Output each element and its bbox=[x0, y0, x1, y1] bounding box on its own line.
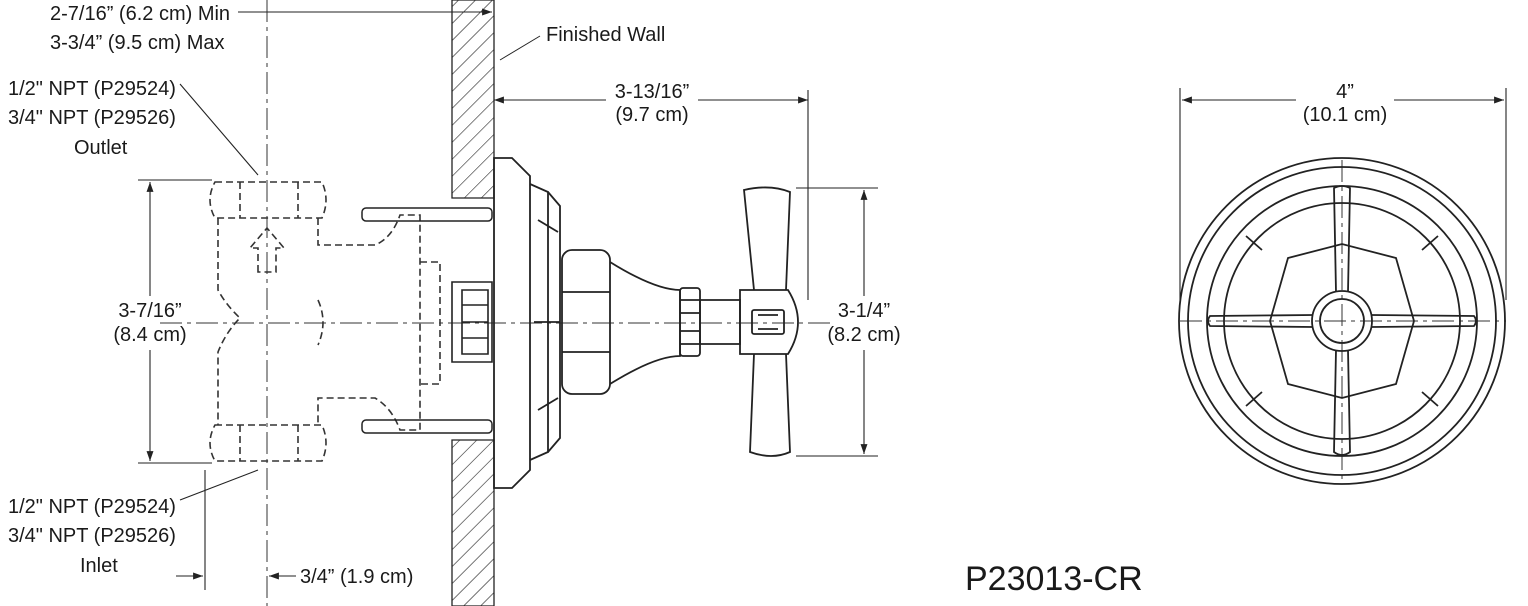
bonnet-nut bbox=[562, 250, 680, 394]
finished-wall bbox=[452, 0, 494, 606]
body-height-dim-in: 3-7/16” bbox=[118, 300, 182, 322]
wall-depth-max-label: 3-3/4” (9.5 cm) Max bbox=[50, 32, 225, 54]
projection-dim-cm: (9.7 cm) bbox=[615, 104, 689, 126]
outlet-npt-label-1: 1/2" NPT (P29524) bbox=[8, 78, 176, 100]
inlet-npt-label-1: 1/2" NPT (P29524) bbox=[8, 496, 176, 518]
inlet-npt-label-2: 3/4" NPT (P29526) bbox=[8, 525, 176, 547]
escutcheon-width-dim-cm: (10.1 cm) bbox=[1302, 104, 1388, 126]
finished-wall-leader bbox=[500, 36, 540, 60]
handle-height-dim-in: 3-1/4” bbox=[837, 300, 891, 322]
handle-height-dim-cm: (8.2 cm) bbox=[827, 324, 901, 346]
centerlines bbox=[160, 0, 1506, 606]
finished-wall-label: Finished Wall bbox=[546, 24, 666, 46]
outlet-label: Outlet bbox=[74, 137, 128, 159]
valve-body-dashed bbox=[210, 182, 440, 461]
body-height-dim-cm: (8.4 cm) bbox=[113, 324, 187, 346]
projection-dim-in: 3-13/16” bbox=[614, 81, 690, 103]
cross-handle-side bbox=[740, 187, 798, 456]
model-number: P23013-CR bbox=[965, 560, 1143, 598]
valve-stem bbox=[452, 282, 492, 362]
offset-dim-label: 3/4” (1.9 cm) bbox=[300, 566, 414, 588]
inlet-label: Inlet bbox=[80, 555, 118, 577]
dimension-lines bbox=[138, 8, 1506, 590]
escutcheon-side bbox=[494, 158, 560, 488]
escutcheon-width-dim-in: 4” bbox=[1336, 81, 1354, 103]
wall-depth-min-label: 2-7/16” (6.2 cm) Min bbox=[50, 3, 231, 25]
outlet-npt-label-2: 3/4" NPT (P29526) bbox=[8, 107, 176, 129]
cross-handle-front bbox=[1208, 186, 1476, 455]
stem-collar bbox=[680, 288, 740, 356]
mounting-rods bbox=[362, 208, 492, 433]
